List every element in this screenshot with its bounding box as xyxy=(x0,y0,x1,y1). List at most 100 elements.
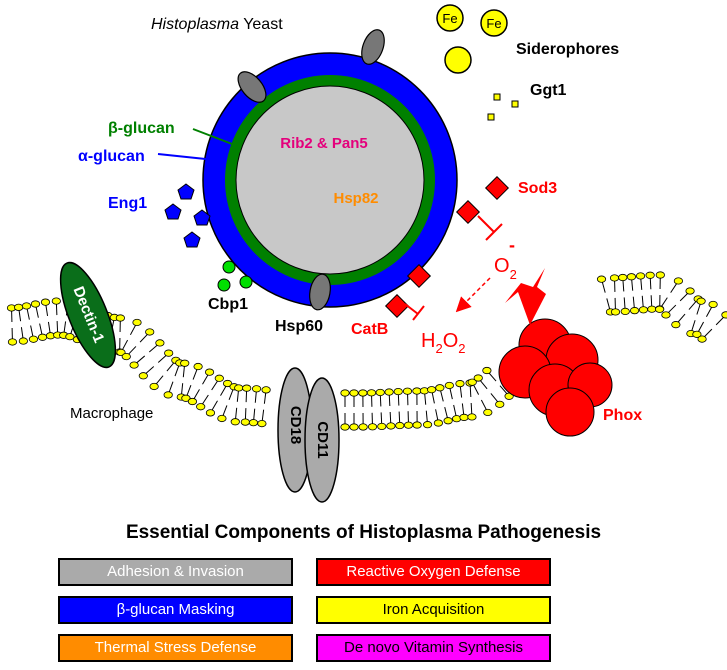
beta-glucan-leader xyxy=(192,128,241,148)
lipid-head xyxy=(30,300,41,308)
lipid-head xyxy=(193,362,203,371)
catb-proteins xyxy=(384,263,432,319)
lipid-head xyxy=(412,421,422,429)
eng1-proteins xyxy=(164,183,211,248)
lipid-head xyxy=(248,419,259,427)
phox-label: Phox xyxy=(603,407,642,424)
lipid-head xyxy=(692,330,702,338)
fe-ion-1: Fe xyxy=(436,4,464,32)
lipid-head xyxy=(164,349,174,357)
lipid-head xyxy=(697,335,707,343)
cbp1-label: Cbp1 xyxy=(208,296,248,313)
lipid-head xyxy=(671,321,681,329)
eng1-label: Eng1 xyxy=(108,195,147,212)
lipid-head xyxy=(427,386,437,394)
lipid-head xyxy=(721,311,727,319)
dismutation-arrow xyxy=(455,277,491,313)
lipid-head xyxy=(386,422,396,430)
lipid-head xyxy=(455,380,465,388)
ggt1-molecules xyxy=(487,93,519,121)
lipid-head xyxy=(685,287,695,295)
lipid-head xyxy=(121,352,131,361)
lipid-head xyxy=(132,318,142,327)
legend-item: Reactive Oxygen Defense xyxy=(316,558,551,586)
lipid-head xyxy=(129,361,139,369)
superoxide-label: O2 xyxy=(494,255,517,282)
lipid-head xyxy=(483,408,493,417)
lipid-head xyxy=(435,384,445,392)
lipid-head xyxy=(205,409,216,417)
legend-item: Adhesion & Invasion xyxy=(58,558,293,586)
lipid-head xyxy=(647,305,657,313)
lipid-head xyxy=(340,389,350,397)
macrophage-membrane xyxy=(6,271,727,431)
lipid-head xyxy=(367,423,378,431)
legend-item: De novo Vitamin Synthesis xyxy=(316,634,551,662)
alpha-glucan-label: α-glucan xyxy=(78,148,145,165)
lipid-head xyxy=(661,311,671,319)
lipid-head xyxy=(7,338,18,346)
lipid-head xyxy=(708,300,718,309)
lipid-head xyxy=(433,419,443,427)
lipid-head xyxy=(149,382,159,391)
lipid-head xyxy=(51,297,61,305)
lipid-head xyxy=(618,273,628,282)
lipid-head xyxy=(230,418,240,426)
lipid-head xyxy=(473,374,483,382)
lipid-head xyxy=(358,389,368,397)
lipid-head xyxy=(163,391,173,399)
lipid-head xyxy=(18,337,28,345)
lipid-head xyxy=(444,381,454,390)
svg-text:Fe: Fe xyxy=(442,11,457,26)
lipid-head xyxy=(251,385,262,393)
lipid-head xyxy=(393,387,403,396)
lipid-head xyxy=(261,386,271,394)
lipid-head xyxy=(115,314,125,322)
lipid-head xyxy=(349,389,359,397)
lipid-head xyxy=(655,305,665,313)
cbp1-proteins xyxy=(217,260,253,292)
lipid-head xyxy=(180,359,190,367)
lipid-head xyxy=(187,397,198,406)
phox-ros-arrow xyxy=(505,268,546,325)
lipid-head xyxy=(495,400,505,408)
lipid-head xyxy=(459,413,469,421)
histoplasma-diagram: Dectin-1 CD18 CD11 Phox Histoplasma Yeas… xyxy=(6,4,727,503)
svg-text:Fe: Fe xyxy=(486,16,501,31)
hsp60-label: Hsp60 xyxy=(275,318,323,335)
lipid-head xyxy=(358,423,368,431)
superoxide-charge: - xyxy=(509,235,515,255)
sod3-proteins xyxy=(455,175,510,225)
alpha-glucan-leader xyxy=(157,153,216,161)
yeast-title: Histoplasma Yeast xyxy=(151,16,283,33)
lipid-head xyxy=(395,421,405,430)
lipid-head xyxy=(620,307,630,316)
lipid-head xyxy=(655,271,665,279)
siderophores-label: Siderophores xyxy=(516,41,619,58)
cd11-label: CD11 xyxy=(314,421,331,459)
lipid-head xyxy=(214,374,224,382)
lipid-head xyxy=(638,306,649,314)
lipid-head xyxy=(635,272,646,280)
lipid-head xyxy=(14,303,24,311)
lipid-head xyxy=(155,339,165,347)
legend-item: β-glucan Masking xyxy=(58,596,293,624)
beta-glucan-label: β-glucan xyxy=(108,120,175,137)
rib2-pan5-label: Rib2 & Pan5 xyxy=(280,135,368,152)
lipid-head xyxy=(377,422,387,431)
lipid-head xyxy=(412,387,422,395)
legend-item: Thermal Stress Defense xyxy=(58,634,293,662)
lipid-head xyxy=(403,421,414,429)
lipid-head xyxy=(402,387,413,395)
peroxide-label: H2O2 xyxy=(421,330,465,356)
lipid-head xyxy=(596,275,607,283)
legend-title: Essential Components of Histoplasma Path… xyxy=(125,522,602,543)
lipid-head xyxy=(349,423,359,431)
lipid-head xyxy=(467,413,477,421)
sod3-label: Sod3 xyxy=(518,180,557,197)
lipid-head xyxy=(340,423,350,431)
lipid-head xyxy=(482,366,492,375)
inhibition-marks xyxy=(404,215,503,321)
lipid-head xyxy=(645,271,655,279)
lipid-head xyxy=(384,388,394,396)
